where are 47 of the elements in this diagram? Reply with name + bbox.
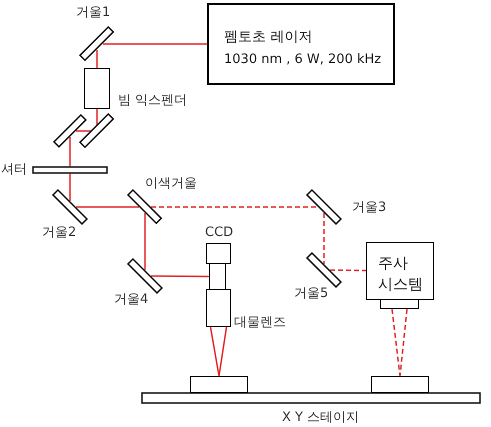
laser-beam: [69, 137, 71, 166]
laser-box: [207, 3, 395, 85]
laser-beam: [330, 269, 366, 272]
laser-beam: [76, 206, 139, 208]
component-label: CCD: [205, 225, 234, 241]
mirror: [52, 189, 88, 225]
sample: [190, 376, 248, 393]
mirror-label: 거울2: [42, 225, 76, 241]
mirror-label: 거울5: [294, 286, 328, 302]
laser-beam: [69, 174, 71, 201]
camera-tube: [209, 263, 226, 290]
scanner-box: [366, 242, 434, 300]
laser-beam: [96, 50, 98, 68]
mirror: [306, 252, 342, 288]
xy-stage: [141, 392, 481, 404]
beam-expander: [84, 68, 110, 109]
component-label: X Y 스테이지: [282, 410, 360, 426]
mirror: [306, 189, 342, 225]
scan-lens: [380, 299, 419, 309]
laser-beam: [151, 206, 318, 208]
sample: [371, 376, 429, 393]
mirror: [127, 258, 163, 294]
focused-beam: [210, 326, 228, 377]
laser-beam: [96, 109, 98, 125]
focused-beam: [391, 308, 408, 377]
laser-beam: [323, 213, 325, 264]
mirror-label: 거울4: [114, 292, 148, 308]
mirror-label: 이색거울: [145, 176, 197, 192]
laser-beam: [144, 213, 146, 270]
laser-specs: 1030 nm , 6 W, 200 kHz: [224, 52, 382, 68]
laser-beam: [76, 130, 91, 132]
component-label: 빔 익스펜더: [118, 93, 188, 109]
mirror-label: 거울1: [76, 5, 110, 21]
component-label: 대물렌즈: [234, 315, 286, 331]
shutter: [32, 166, 108, 174]
ccd-camera: [206, 243, 231, 264]
objective-lens: [206, 289, 231, 327]
dichroic-mirror: [127, 189, 163, 225]
scanner-label: 주사 시스템: [378, 253, 424, 295]
mirror: [79, 113, 115, 149]
laser-beam: [103, 43, 207, 45]
mirror: [79, 26, 115, 62]
laser-beam: [151, 275, 209, 278]
mirror: [53, 114, 87, 148]
laser-title: 펨토초 레이저: [224, 29, 312, 46]
component-label: 셔터: [1, 162, 27, 178]
mirror-label: 거울3: [352, 200, 386, 216]
